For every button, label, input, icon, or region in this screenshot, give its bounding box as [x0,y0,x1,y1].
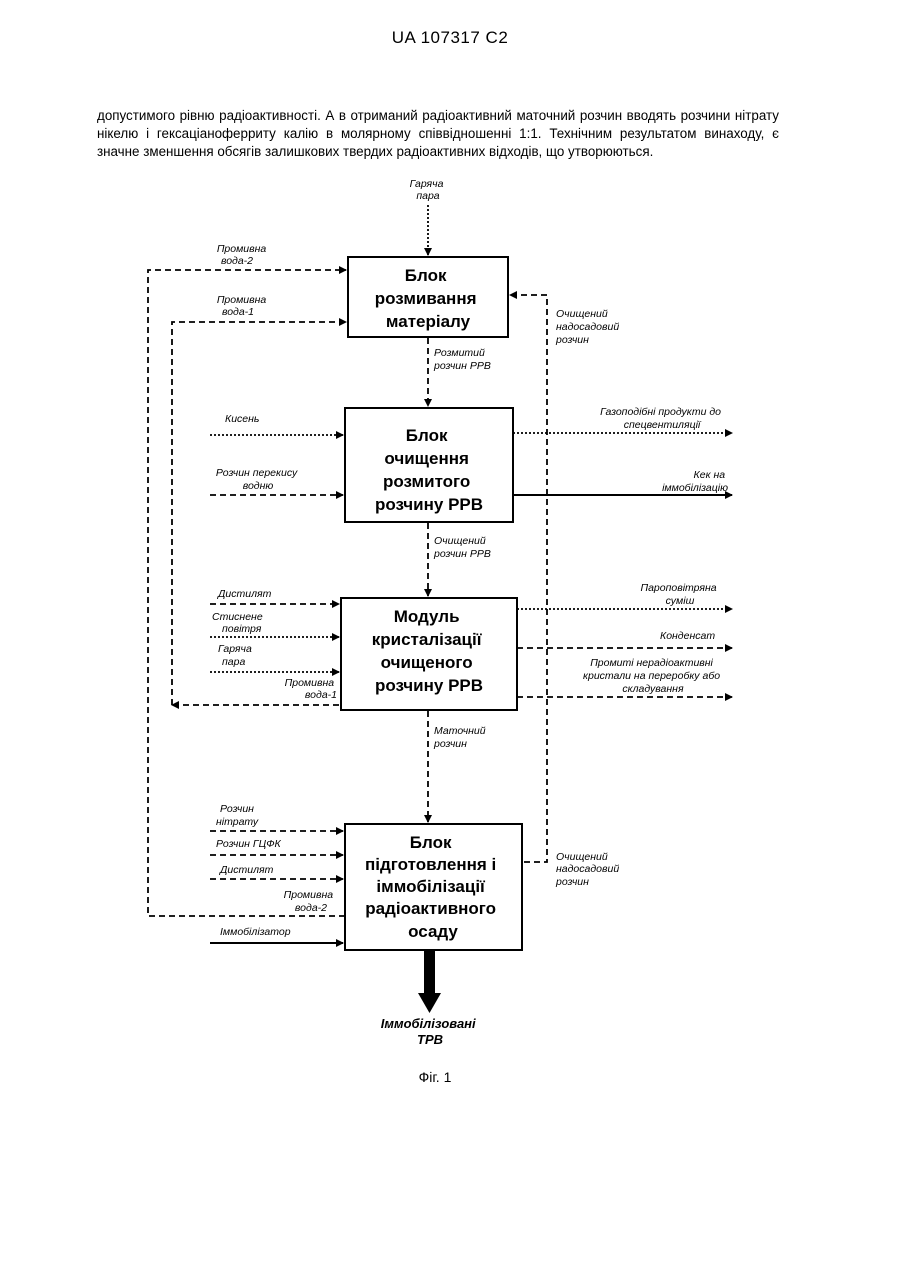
output-arrow-shaft [424,951,435,995]
label-clarified-supernatant-bottom: Очищений надосадовий розчин [555,851,622,888]
label-clarified-supernatant-top: Очищений надосадовий розчин [555,308,622,346]
label-mother-liquor: Маточний розчин [433,725,489,750]
label-wash-water-1-top: Промивна вода-1 [217,294,269,318]
output-label: Іммобілізовані ТРВ [381,1016,480,1047]
figure-caption: Фіг. 1 [0,1069,870,1085]
label-cleaned-solution: Очищений розчин РРВ [433,535,491,560]
label-immobilizer: Іммобілізатор [220,926,291,938]
label-compressed-air: Стиснене повітря [212,611,266,635]
label-wash-water-2-top: Промивна вода-2 [217,243,269,267]
label-nitrate-solution: Розчин нітрату [216,803,259,828]
label-steam-air-mix: Пароповітряна суміш [640,582,719,607]
label-wash-water-1-mid: Промивна вода-1 [285,677,337,701]
label-condensate: Конденсат [660,630,715,642]
label-distillate-2: Дистилят [219,864,274,876]
label-distillate-1: Дистилят [217,588,272,600]
label-washed-crystals: Промиті нерадіоактивні кристали на перер… [583,657,723,695]
label-hcfk-solution: Розчин ГЦФК [216,838,282,850]
label-cake: Кек на іммобілізацію [662,469,728,494]
label-hot-steam-mid: Гаряча пара [218,643,255,668]
label-gaseous-products: Газоподібні продукти до спецвентиляції [600,406,724,431]
label-wash-water-2-bottom: Промивна вода-2 [284,889,336,914]
label-peroxide: Розчин перекису водню [216,467,300,492]
label-hot-steam-top: Гаряча пара [410,178,447,202]
line-wash-water-1-loop [172,322,346,705]
label-oxygen: Кисень [225,413,259,425]
label-eroded-solution: Розмитий розчин РРВ [433,347,491,372]
output-arrow-head [418,993,441,1013]
line-clarified-supernatant-loop [510,295,547,862]
